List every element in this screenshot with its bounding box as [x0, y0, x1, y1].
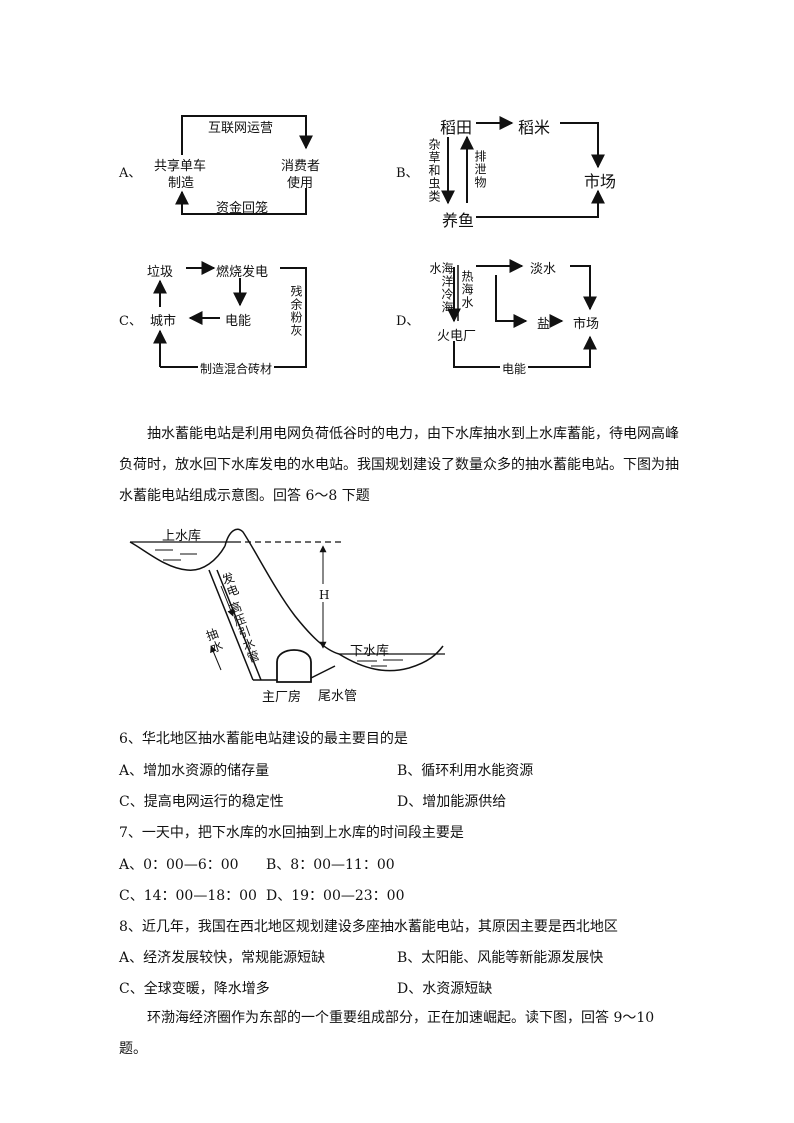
option-a-label: A、 [119, 166, 142, 181]
q6-option-b[interactable]: B、循环利用水能资源 [397, 763, 534, 779]
question-7-stem: 7、一天中，把下水库的水回抽到上水库的时间段主要是 [119, 825, 464, 841]
q8-option-d[interactable]: D、水资源短缺 [397, 981, 493, 997]
label-residual-ash: 残余粉灰 [289, 285, 303, 337]
diagram-a-arrows [175, 115, 313, 215]
label-tailpipe: 尾水管 [318, 689, 358, 704]
q7-option-a[interactable]: A、0：00—6：00 [119, 857, 239, 873]
node-internet-ops: 互联网运营 [208, 121, 274, 136]
node-garbage: 垃圾 [147, 265, 174, 280]
label-excrement: 排泄物 [473, 150, 487, 189]
q6-option-c[interactable]: C、提高电网运行的稳定性 [119, 794, 284, 810]
node-consumer-2: 使用 [287, 176, 314, 191]
node-market-b: 市场 [584, 172, 617, 191]
node-capital-return: 资金回笼 [216, 201, 269, 216]
q7-option-c[interactable]: C、14：00—18：00 [119, 888, 257, 904]
q6-option-a[interactable]: A、增加水资源的储存量 [119, 763, 270, 779]
q8-option-b[interactable]: B、太阳能、风能等新能源发展快 [397, 950, 604, 966]
node-market-d: 市场 [573, 317, 600, 332]
label-hot-seawater: 热海水 [460, 270, 474, 309]
node-fish: 养鱼 [442, 211, 475, 230]
node-bike-making-2: 制造 [168, 176, 195, 191]
label-lower-reservoir: 下水库 [350, 644, 390, 659]
label-upper-reservoir: 上水库 [162, 529, 202, 544]
q6-option-d[interactable]: D、增加能源供给 [397, 794, 507, 810]
station-figure [129, 528, 445, 683]
option-b-label: B、 [396, 166, 419, 181]
q8-option-a[interactable]: A、经济发展较快，常规能源短缺 [119, 950, 326, 966]
node-brick: 制造混合砖材 [198, 360, 275, 377]
q7-option-b[interactable]: B、8：00—11：00 [266, 857, 395, 873]
node-power-plant: 火电厂 [437, 329, 477, 344]
diagram-b-arrows [441, 116, 605, 218]
option-d-label: D、 [396, 314, 420, 329]
label-cold-seawater: 海洋冷海水 [428, 262, 454, 314]
node-salt: 盐 [537, 317, 551, 332]
node-consumer-1: 消费者 [281, 159, 321, 174]
label-weeds-insects: 杂草和虫类 [427, 138, 441, 203]
node-bike-making-1: 共享单车 [154, 159, 207, 174]
intro-paragraph-6-8: 抽水蓄能电站是利用电网负荷低谷时的电力，由下水库抽水到上水库蓄能，待电网高峰负荷… [119, 426, 679, 504]
intro-paragraph-9-10: 环渤海经济圈作为东部的一个重要组成部分，正在加速崛起。读下图，回答 9～10 题… [119, 1010, 655, 1057]
node-fresh-water: 淡水 [530, 262, 557, 277]
question-8-stem: 8、近几年，我国在西北地区规划建设多座抽水蓄能电站，其原因主要是西北地区 [119, 919, 618, 935]
node-city: 城市 [150, 314, 177, 329]
node-rice: 稻米 [518, 118, 551, 137]
node-power-d: 电能 [500, 360, 529, 377]
q8-option-c[interactable]: C、全球变暖，降水增多 [119, 981, 270, 997]
node-burn-power: 燃烧发电 [216, 265, 269, 280]
q7-option-d[interactable]: D、19：00—23：00 [266, 888, 405, 904]
node-electric: 电能 [225, 314, 252, 329]
option-c-label: C、 [119, 314, 142, 329]
label-height-h: H [319, 588, 330, 602]
label-powerhouse: 主厂房 [262, 690, 302, 705]
node-rice-field: 稻田 [440, 118, 473, 137]
question-6-stem: 6、华北地区抽水蓄能电站建设的最主要目的是 [119, 731, 408, 747]
